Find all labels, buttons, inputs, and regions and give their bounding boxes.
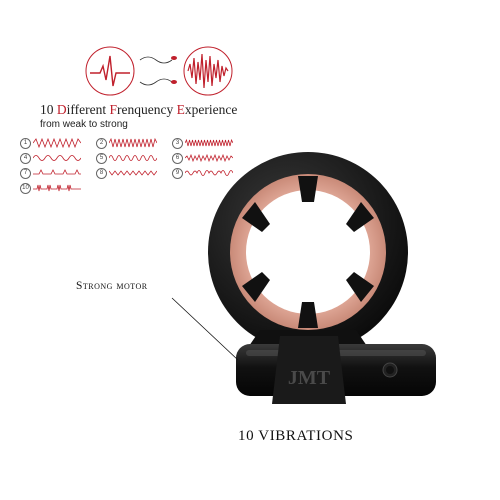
mode-number: 10 <box>20 182 31 194</box>
motor-bullet <box>236 336 436 404</box>
wave-pattern-icon <box>185 138 233 147</box>
heading-letter-d: D <box>56 102 67 117</box>
mode-number: 7 <box>20 167 31 179</box>
mode-item: 8 <box>96 167 168 179</box>
heading-letter-e: E <box>176 102 185 117</box>
wave-pattern-icon <box>185 153 233 163</box>
vibrations-label: 10 VIBRATIONS <box>238 428 354 444</box>
heading-word-frequency: renquency <box>117 102 177 117</box>
dense-sound-wave-icon <box>183 46 233 96</box>
wave-pattern-icon <box>109 138 157 148</box>
mode-number: 9 <box>172 167 183 179</box>
frequency-heading: 10 Different Frenquency Experience <box>40 102 280 118</box>
heading-word-different: ifferent <box>66 102 110 117</box>
mode-item: 4 <box>20 152 92 164</box>
wave-pattern-icon <box>109 155 157 161</box>
mode-number: 3 <box>172 137 183 149</box>
wave-pattern-icon <box>33 169 81 175</box>
mode-number: 2 <box>96 137 107 149</box>
mode-number: 6 <box>172 152 183 164</box>
heartbeat-wave-icon <box>85 46 135 96</box>
frequency-illustration <box>85 46 233 96</box>
motor-callout-label: Strong motor <box>76 280 148 292</box>
wave-pattern-icon <box>33 184 81 192</box>
ring-icon <box>208 152 408 365</box>
mode-item: 10 <box>20 182 92 194</box>
heading-word-experience: xperience <box>184 102 238 117</box>
callout-line <box>171 297 239 361</box>
wave-pattern-icon <box>109 170 157 176</box>
heading-letter-f: F <box>109 102 117 117</box>
mode-number: 1 <box>20 137 31 149</box>
frequency-subtitle: from weak to strong <box>40 119 128 130</box>
mode-number: 5 <box>96 152 107 164</box>
mode-item: 2 <box>96 137 168 149</box>
wave-pattern-icon <box>33 138 81 148</box>
power-button-icon <box>382 362 398 378</box>
product-ring: JMT <box>208 152 436 404</box>
mode-number: 8 <box>96 167 107 179</box>
mode-number: 4 <box>20 152 31 164</box>
sperm-swimmer-icon <box>139 56 177 86</box>
wave-pattern-icon <box>33 155 81 161</box>
mode-item: 9 <box>172 167 244 179</box>
brand-badge: JMT <box>288 367 331 389</box>
mode-item: 1 <box>20 137 92 149</box>
vibration-mode-grid: 1 2 3 4 5 6 7 8 9 10 <box>20 137 240 197</box>
mode-item: 3 <box>172 137 244 149</box>
mode-item: 6 <box>172 152 244 164</box>
mode-item: 7 <box>20 167 92 179</box>
wave-pattern-icon <box>185 170 233 176</box>
mode-item: 5 <box>96 152 168 164</box>
heading-number: 10 <box>40 102 57 117</box>
